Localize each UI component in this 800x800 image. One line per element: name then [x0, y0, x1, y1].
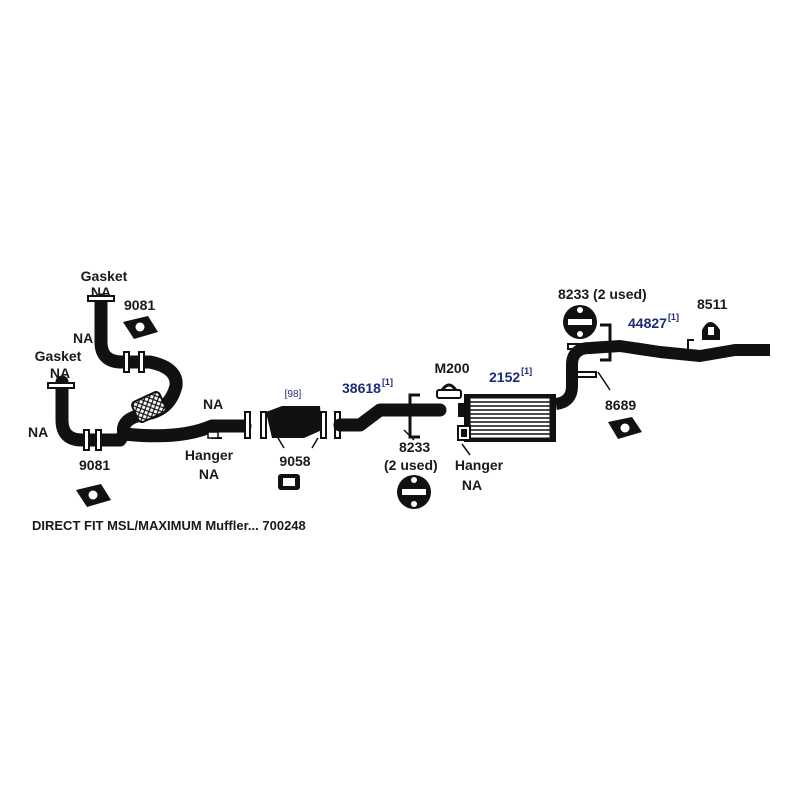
- part-38618[interactable]: 38618[1]: [342, 378, 393, 396]
- bracket-8233-lower: [408, 393, 420, 439]
- part-44827[interactable]: 44827[1]: [628, 313, 679, 331]
- hanger-44827: [680, 339, 694, 353]
- tailpipe: [554, 340, 770, 410]
- label-na-mid: NA: [203, 396, 224, 412]
- label-na-left-pipe: NA: [73, 330, 94, 346]
- part-9058[interactable]: 9058: [279, 453, 311, 469]
- label-gasket-lower-na: NA: [49, 365, 71, 381]
- catalytic-converter: [266, 406, 322, 438]
- muffler: [457, 394, 556, 442]
- label-hanger-left: Hanger: [184, 447, 234, 463]
- intermediate-pipe: [333, 403, 447, 432]
- part-8511[interactable]: 8511: [697, 296, 728, 312]
- rubber-hanger-8233-upper: [563, 305, 597, 339]
- gasket-9081-top: [123, 316, 158, 339]
- part-44827-number: 44827: [628, 315, 667, 331]
- part-9081-bottom[interactable]: 9081: [79, 457, 111, 473]
- gasket-9081-bottom: [76, 484, 111, 507]
- rubber-hanger-8233-lower: [397, 475, 431, 509]
- part-38618-number: 38618: [342, 380, 381, 396]
- part-8233-lower-qty: (2 used): [384, 457, 438, 473]
- part-2152-number: 2152: [489, 369, 521, 385]
- part-38618-ref: [1]: [381, 377, 393, 387]
- part-m200[interactable]: M200: [434, 360, 470, 376]
- label-gasket-upper: Gasket: [80, 268, 128, 284]
- converter-ref: [98]: [284, 389, 302, 400]
- flex-joint: [131, 391, 167, 423]
- part-2152-ref: [1]: [521, 366, 533, 376]
- label-hanger-left-na: NA: [198, 466, 220, 482]
- part-44827-ref: [1]: [667, 312, 679, 322]
- rubber-hanger-8511: [702, 322, 720, 340]
- label-gasket-upper-na: NA: [90, 284, 112, 300]
- label-hanger-right-na: NA: [461, 477, 483, 493]
- part-9081-top[interactable]: 9081: [124, 297, 156, 313]
- gasket-9058: [278, 474, 300, 490]
- label-hanger-right: Hanger: [454, 457, 504, 473]
- diagram-caption: DIRECT FIT MSL/MAXIMUM Muffler... 700248: [32, 518, 306, 533]
- gasket-8689: [608, 417, 642, 439]
- part-8233-lower[interactable]: 8233: [399, 439, 431, 455]
- part-2152[interactable]: 2152[1]: [489, 367, 532, 385]
- label-gasket-lower: Gasket: [34, 348, 82, 364]
- front-pipe: [55, 293, 252, 447]
- clamp-m200: [436, 383, 462, 399]
- label-na-far-left: NA: [28, 424, 49, 440]
- part-8689[interactable]: 8689: [605, 397, 637, 413]
- hanger-left: [207, 431, 219, 439]
- part-8233-upper[interactable]: 8233 (2 used): [558, 286, 647, 302]
- callout-lines: [277, 371, 611, 456]
